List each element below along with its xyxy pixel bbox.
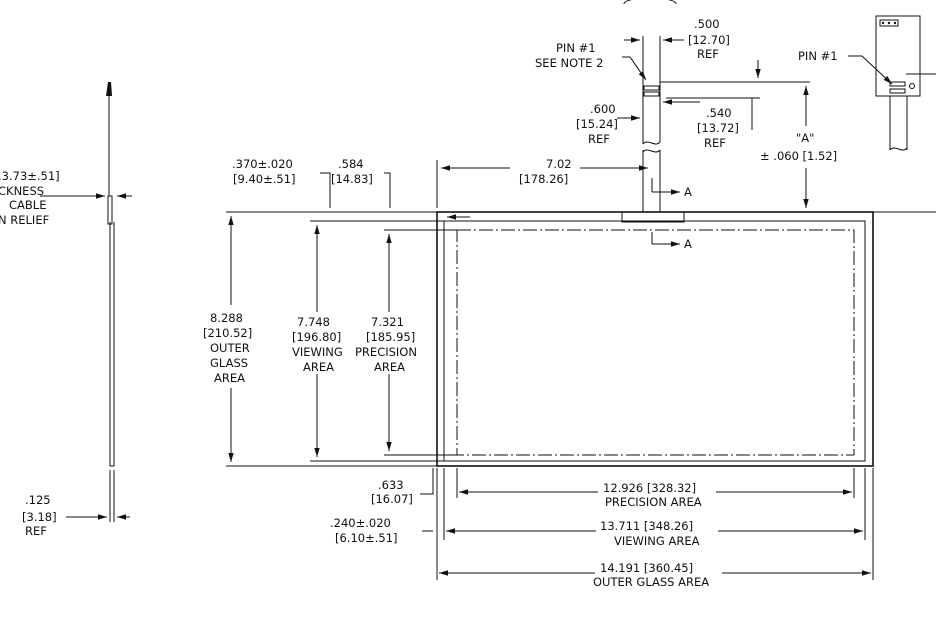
tail: A A PIN #1 SEE NOTE 2 .500 [12.70] REF .…	[535, 0, 837, 251]
detail-hole-1	[909, 83, 915, 89]
outer-width-value: 14.191 [360.45]	[600, 561, 693, 575]
detail-dot-2	[887, 21, 891, 25]
viewing-width-label: VIEWING AREA	[614, 534, 700, 548]
detail-connector	[879, 19, 899, 27]
thickness-dim-line-1: .3.73±.51]	[0, 169, 60, 183]
tail-contact-1	[643, 85, 660, 91]
precision-height-metric: [185.95]	[366, 330, 415, 344]
precision-width-value: 12.926 [328.32]	[603, 481, 696, 495]
bottom-dim-metric: [3.18]	[22, 510, 57, 524]
width-500-metric: [12.70]	[688, 33, 730, 47]
viewing-height-value: 7.748	[297, 315, 330, 329]
width-600-metric: [15.24]	[576, 117, 618, 131]
bottom-dim-value: .125	[25, 493, 51, 507]
tail-break-lower	[642, 149, 661, 153]
outer-height-label-3: AREA	[214, 371, 245, 385]
detail-pin1-label: PIN #1	[798, 49, 838, 63]
thickness-dim-line-4: N RELIEF	[0, 213, 49, 227]
offset-240-metric: [6.10±.51]	[335, 531, 398, 545]
tail-pin1-label: PIN #1	[556, 41, 596, 55]
side-view: .3.73±.51] CKNESS CABLE N RELIEF .125 [3…	[0, 82, 132, 538]
width-540-ref: REF	[704, 136, 726, 150]
pin1-detail: PIN #1	[798, 15, 936, 151]
detail-contact-2	[889, 88, 906, 94]
detail-board	[875, 15, 921, 97]
offset-633-metric: [16.07]	[371, 492, 413, 506]
tail-offset-metric: [178.26]	[519, 172, 568, 186]
precision-height-value: 7.321	[371, 315, 404, 329]
outer-width-label: OUTER GLASS AREA	[593, 575, 709, 589]
left-offset-metric: [9.40±.51]	[233, 172, 296, 186]
outer-glass-outline	[436, 211, 874, 467]
section-label-bottom: A	[684, 237, 692, 251]
precision-height-label-2: AREA	[374, 360, 405, 374]
precision-area-outline	[456, 229, 855, 456]
left-offset-value: .370±.020	[232, 157, 293, 171]
bottom-dim-ref: REF	[25, 524, 47, 538]
top-dimensions: .370±.020 [9.40±.51] .584 [14.83] 7.02 […	[232, 157, 648, 220]
detail-contact-1	[889, 81, 906, 87]
viewing-area-outline	[443, 220, 866, 462]
outer-height-metric: [210.52]	[203, 326, 252, 340]
detail-dot-3	[893, 21, 897, 25]
width-600-ref: REF	[588, 132, 610, 146]
side-view-relief	[107, 195, 113, 225]
left-offset-leader	[320, 172, 331, 200]
precision-height-label-1: PRECISION	[355, 345, 417, 359]
viewing-height-label-2: AREA	[303, 360, 334, 374]
viewing-width-value: 13.711 [348.26]	[600, 519, 693, 533]
width-500-value: .500	[694, 17, 720, 31]
outer-height-value: 8.288	[210, 311, 243, 325]
horizontal-dimensions: .633 [16.07] .240±.020 [6.10±.51] 12.926…	[330, 468, 874, 589]
outer-height-label-2: GLASS	[210, 356, 248, 370]
tail-offset-value: 7.02	[546, 157, 572, 171]
detail-dot-1	[881, 21, 885, 25]
top-partial-shape	[623, 0, 677, 5]
detail-pin1-leader	[848, 55, 893, 85]
thickness-dim-line-2: CKNESS	[0, 184, 44, 198]
tail-pin1-note: SEE NOTE 2	[535, 56, 603, 70]
tail-contact-2	[643, 91, 660, 97]
side-view-tail-top	[106, 82, 112, 96]
tail-pin1-leader	[622, 56, 647, 81]
tail-break-upper	[642, 141, 661, 145]
precision-width-label: PRECISION AREA	[605, 495, 702, 509]
viewing-height-metric: [196.80]	[292, 330, 341, 344]
offset-240-value: .240±.020	[330, 516, 391, 530]
detail-cable-break	[889, 147, 908, 151]
width-540-value: .540	[706, 106, 732, 120]
width-500-ref: REF	[697, 47, 719, 61]
outer-height-label-1: OUTER	[210, 341, 250, 355]
height-a-tolerance: ± .060 [1.52]	[760, 149, 837, 163]
offset-633-leader	[420, 468, 434, 495]
section-label-top: A	[684, 185, 692, 199]
offset-633-value: .633	[378, 478, 404, 492]
height-a-label: "A"	[796, 131, 814, 145]
precision-offset-value: .584	[338, 157, 364, 171]
precision-offset-leader	[384, 172, 391, 208]
width-600-value: .600	[590, 102, 616, 116]
tail-base	[621, 211, 685, 223]
vertical-dimensions: 8.288 [210.52] OUTER GLASS AREA 7.748 [1…	[203, 216, 417, 462]
thickness-dim-line-3: CABLE	[9, 198, 46, 212]
precision-offset-metric: [14.83]	[331, 172, 373, 186]
viewing-height-label-1: VIEWING	[292, 345, 343, 359]
width-540-metric: [13.72]	[697, 121, 739, 135]
